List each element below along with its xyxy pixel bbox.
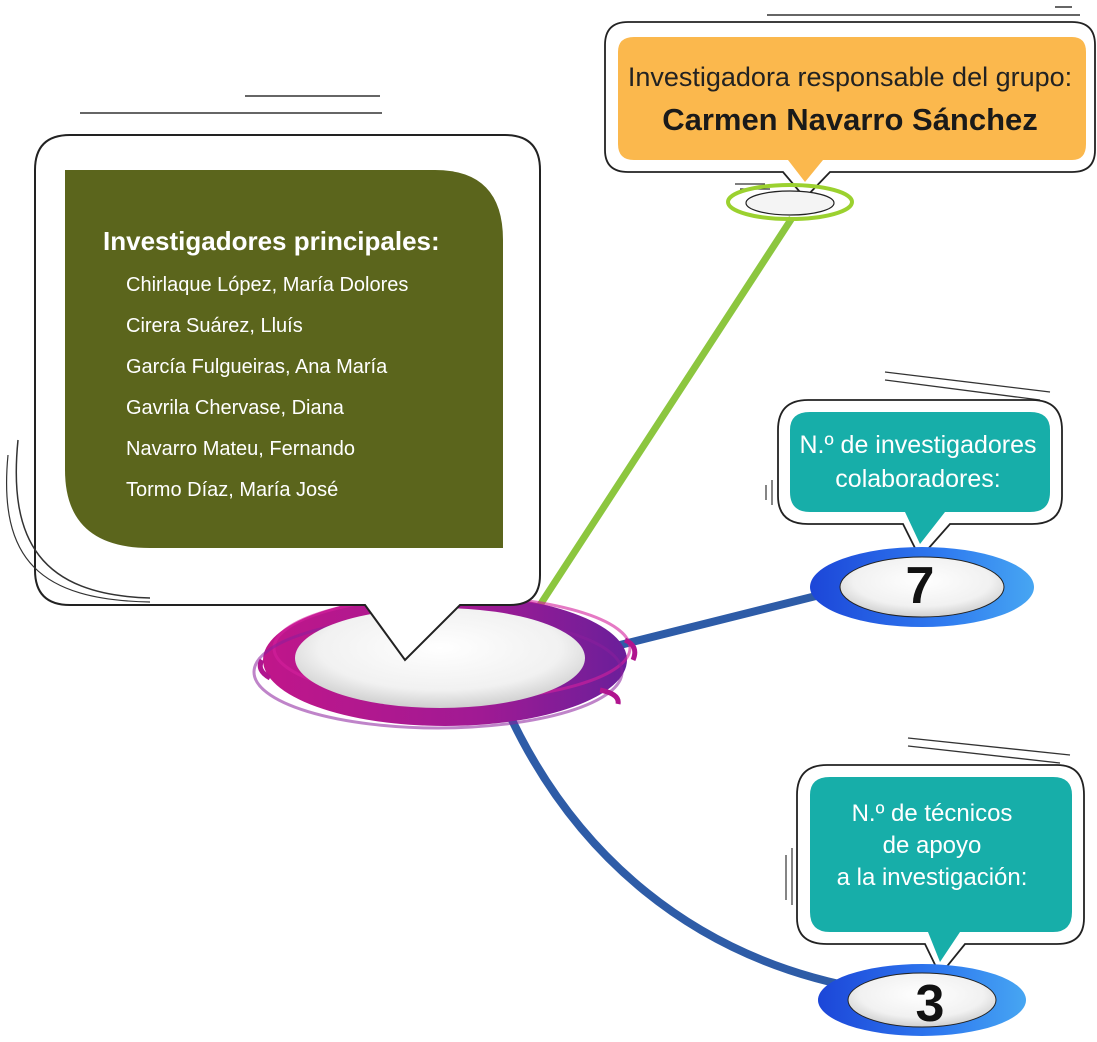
investigator-name: Gavrila Chervase, Diana <box>126 397 344 419</box>
collaborators-connector-line <box>619 586 841 649</box>
investigator-name: Cirera Suárez, Lluís <box>126 315 303 337</box>
principal-investigators-list: Chirlaque López, María Dolores Cirera Su… <box>126 270 408 516</box>
technicians-label-line1: N.º de técnicos <box>851 800 1013 827</box>
technicians-count: 3 <box>915 975 945 1033</box>
lead-name: Carmen Navarro Sánchez <box>662 102 1038 137</box>
principal-investigators-heading: Investigadores principales: <box>103 226 440 256</box>
technicians-connector-path <box>501 703 871 994</box>
collaborators-label-line2: colaboradores: <box>835 465 1001 493</box>
central-hub <box>252 594 638 730</box>
lead-connector-line <box>537 216 795 607</box>
lead-title: Investigadora responsable del grupo: <box>627 62 1073 92</box>
technicians-label-line2: de apoyo <box>882 832 982 859</box>
principal-investigators-bubble <box>6 95 541 662</box>
lead-researcher-bubble <box>604 6 1096 221</box>
technicians-label-line3: a la investigación: <box>836 864 1028 891</box>
investigator-name: García Fulgueiras, Ana María <box>126 356 388 378</box>
investigator-name: Tormo Díaz, María José <box>126 479 339 501</box>
investigator-name: Chirlaque López, María Dolores <box>126 274 409 296</box>
investigator-name: Navarro Mateu, Fernando <box>126 438 356 460</box>
technicians-label: N.º de técnicos de apoyo a la investigac… <box>807 798 1057 894</box>
collaborators-count: 7 <box>905 557 935 615</box>
collaborators-bubble <box>765 371 1063 627</box>
collaborators-label: N.º de investigadores colaboradores: <box>783 428 1053 496</box>
technicians-bubble <box>785 737 1085 1036</box>
collaborators-label-line1: N.º de investigadores <box>799 431 1037 459</box>
